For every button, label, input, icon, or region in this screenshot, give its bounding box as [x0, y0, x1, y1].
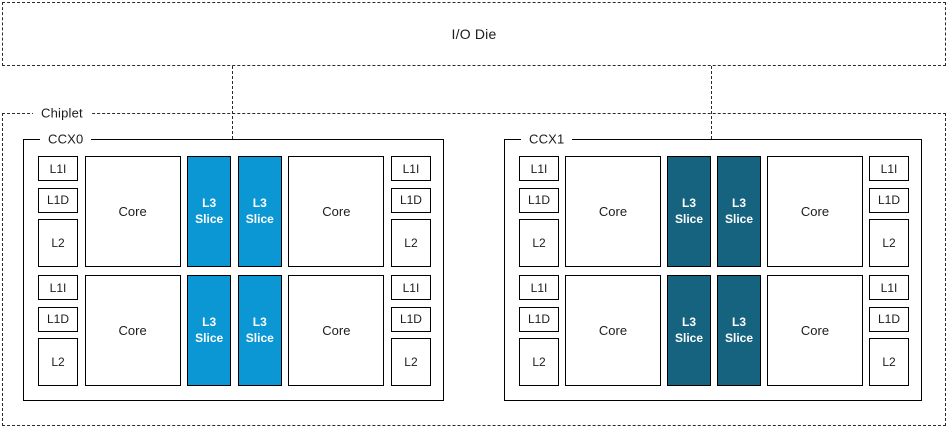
chiplet-box: Chiplet CCX0 L1I L1D L2 Core L3 Slice L3…	[2, 105, 946, 426]
core-box: Core	[565, 275, 661, 386]
l1d-cache-box: L1D	[869, 306, 909, 332]
l1d-cache-box: L1D	[38, 187, 78, 213]
ccx0-box: CCX0 L1I L1D L2 Core L3 Slice L3 Slice C…	[23, 131, 444, 401]
core-box: Core	[767, 275, 863, 386]
l3-slice-box: L3 Slice	[187, 156, 232, 267]
ccx0-row-top: L1I L1D L2 Core L3 Slice L3 Slice Core L…	[38, 156, 431, 267]
io-die-label: I/O Die	[451, 26, 497, 42]
ccx1-row-top: L1I L1D L2 Core L3 Slice L3 Slice Core L…	[519, 156, 909, 267]
cache-stack: L1I L1D L2	[869, 156, 909, 267]
cache-stack: L1I L1D L2	[38, 156, 78, 267]
connector-io-die-to-ccx1	[711, 66, 712, 139]
l2-cache-box: L2	[869, 338, 909, 386]
cache-stack: L1I L1D L2	[869, 275, 909, 386]
l1i-cache-box: L1I	[519, 156, 559, 181]
l3-slice-box: L3 Slice	[237, 275, 282, 386]
l1i-cache-box: L1I	[390, 275, 431, 300]
l2-cache-box: L2	[38, 219, 78, 267]
cache-stack: L1I L1D L2	[390, 156, 431, 267]
ccx1-row-bottom: L1I L1D L2 Core L3 Slice L3 Slice Core L…	[519, 275, 909, 386]
l1i-cache-box: L1I	[869, 275, 909, 300]
l3-slice-box: L3 Slice	[667, 156, 711, 267]
cache-stack: L1I L1D L2	[519, 156, 559, 267]
l2-cache-box: L2	[519, 338, 559, 386]
ccx1-label: CCX1	[521, 131, 573, 148]
ccx0-label: CCX0	[40, 131, 92, 148]
l1i-cache-box: L1I	[38, 275, 78, 300]
core-box: Core	[288, 156, 385, 267]
chiplet-label: Chiplet	[33, 105, 91, 122]
l1i-cache-box: L1I	[519, 275, 559, 300]
l1d-cache-box: L1D	[869, 187, 909, 213]
l2-cache-box: L2	[519, 219, 559, 267]
l1i-cache-box: L1I	[869, 156, 909, 181]
l2-cache-box: L2	[390, 219, 431, 267]
l2-cache-box: L2	[869, 219, 909, 267]
core-box: Core	[84, 156, 181, 267]
core-box: Core	[767, 156, 863, 267]
core-box: Core	[288, 275, 385, 386]
io-die-box: I/O Die	[2, 2, 946, 66]
l1d-cache-box: L1D	[519, 187, 559, 213]
l1i-cache-box: L1I	[38, 156, 78, 181]
ccx0-row-bottom: L1I L1D L2 Core L3 Slice L3 Slice Core L…	[38, 275, 431, 386]
cache-stack: L1I L1D L2	[38, 275, 78, 386]
core-box: Core	[84, 275, 181, 386]
l3-slice-box: L3 Slice	[237, 156, 282, 267]
l1i-cache-box: L1I	[390, 156, 431, 181]
connector-io-die-to-ccx0	[232, 66, 233, 139]
l1d-cache-box: L1D	[390, 306, 431, 332]
ccx1-box: CCX1 L1I L1D L2 Core L3 Slice L3 Slice C…	[504, 131, 922, 401]
l1d-cache-box: L1D	[519, 306, 559, 332]
l3-slice-box: L3 Slice	[717, 275, 761, 386]
core-box: Core	[565, 156, 661, 267]
l2-cache-box: L2	[390, 338, 431, 386]
l3-slice-box: L3 Slice	[187, 275, 232, 386]
l3-slice-box: L3 Slice	[717, 156, 761, 267]
l3-slice-box: L3 Slice	[667, 275, 711, 386]
cache-stack: L1I L1D L2	[519, 275, 559, 386]
l1d-cache-box: L1D	[38, 306, 78, 332]
l1d-cache-box: L1D	[390, 187, 431, 213]
cache-stack: L1I L1D L2	[390, 275, 431, 386]
l2-cache-box: L2	[38, 338, 78, 386]
